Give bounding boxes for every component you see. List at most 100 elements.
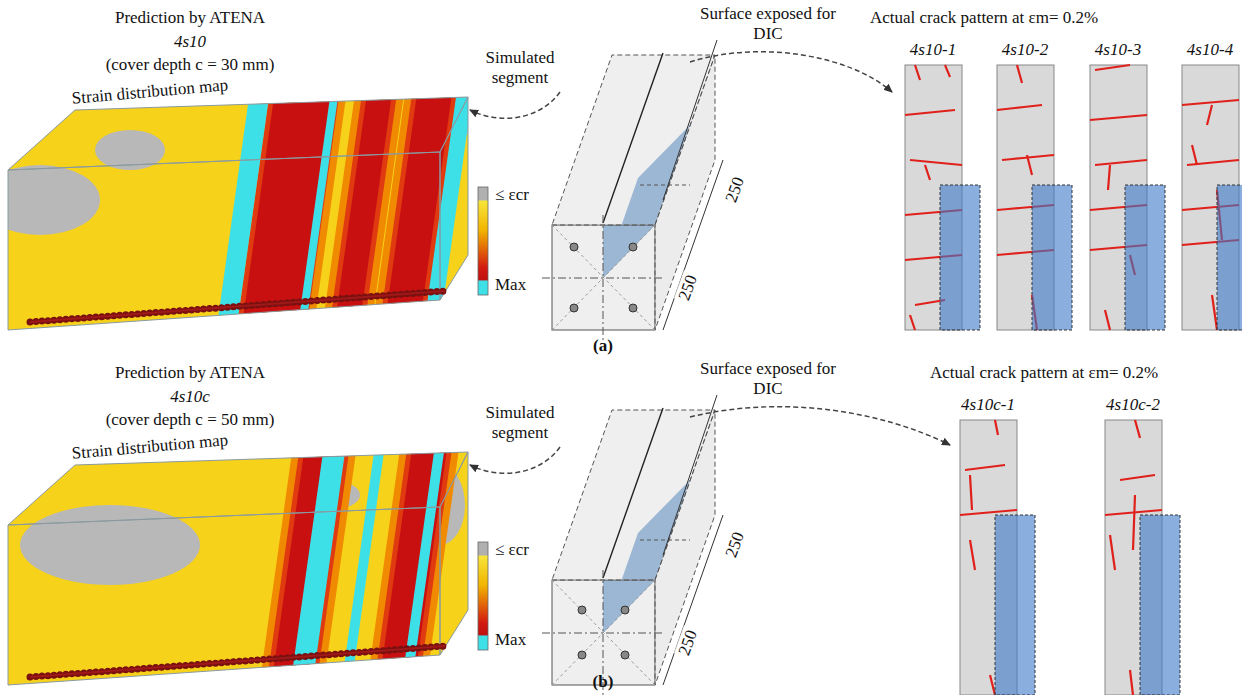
line-shape [603, 53, 663, 223]
polygon-shape [8, 507, 440, 685]
crack-title: Actual crack pattern at εm= 0.2% [870, 8, 1098, 28]
scale-label: Max [495, 630, 526, 650]
specimen-label: 4s10-4 [1187, 40, 1233, 60]
crack [1017, 65, 1022, 83]
polygon-shape [655, 55, 715, 330]
dic-area [1125, 185, 1165, 330]
callout-label: Simulated segment [470, 48, 570, 87]
polygon-shape [422, 90, 473, 340]
crack [990, 675, 995, 695]
crack [997, 105, 1042, 110]
specimen-label: 4s10-3 [1095, 40, 1141, 60]
dimension-line [663, 515, 723, 685]
rebar [30, 646, 445, 677]
crack [1187, 160, 1239, 165]
specimen-label: 4s10c-1 [961, 395, 1015, 415]
crack-panel [960, 420, 1035, 695]
crack [1120, 475, 1155, 480]
dic-area [1032, 185, 1072, 330]
polygon-shape [655, 410, 715, 685]
crack [1212, 295, 1217, 330]
crack [965, 465, 1005, 470]
specimen-name: 4s10c [170, 387, 210, 407]
ellipse-shape [0, 165, 100, 235]
crack [995, 420, 998, 435]
rect-shape [0, 445, 480, 695]
crack [970, 475, 972, 510]
dimension-label: 250 [721, 528, 749, 562]
dimension-label: 250 [721, 173, 749, 207]
dic-area [995, 515, 1035, 695]
line-shape [552, 225, 655, 330]
line-shape [552, 580, 655, 685]
crack [1095, 160, 1147, 165]
rebar-dot [578, 651, 586, 659]
rebar [30, 646, 445, 677]
strain-map [0, 445, 480, 695]
crack-panel [997, 65, 1072, 330]
dimension-line [663, 40, 717, 200]
crack-panel [1090, 65, 1165, 330]
crack-panel [905, 65, 980, 330]
line-shape [552, 225, 655, 330]
crack [1207, 105, 1212, 125]
specimen-name: 4s10 [174, 32, 206, 52]
callout-label: Surface exposed for DIC [698, 4, 838, 43]
panel-letter: (a) [593, 336, 613, 356]
polygon-shape [378, 445, 448, 695]
rebar-dot [621, 606, 629, 614]
crack [1192, 145, 1197, 165]
map-title: Strain distribution map [71, 430, 229, 463]
crack [1110, 535, 1115, 570]
scale-label: ≤ εcr [495, 540, 529, 560]
crack [905, 110, 955, 115]
rebar-dot [621, 651, 629, 659]
crack [960, 510, 1017, 515]
crack [1108, 165, 1110, 190]
crack [1090, 115, 1147, 120]
specimen-prism [542, 40, 723, 340]
specimen-label: 4s10c-2 [1106, 395, 1160, 415]
crack [1135, 420, 1140, 438]
polygon-shape [8, 152, 440, 330]
crack [1105, 310, 1110, 330]
crack [945, 65, 950, 77]
rebar-dot [629, 243, 637, 251]
line-shape [640, 540, 690, 541]
crack [1027, 155, 1032, 175]
rebar-dot [578, 606, 586, 614]
line-shape [640, 185, 690, 186]
dashed-arrow [470, 447, 560, 473]
crack-panel [1182, 65, 1242, 330]
map-title: Strain distribution map [71, 75, 229, 108]
callout-label: Surface exposed for DIC [698, 359, 838, 398]
crack [910, 315, 915, 330]
crack-title: Actual crack pattern at εm= 0.2% [930, 363, 1158, 383]
color-bar [478, 187, 488, 295]
dimension-line [663, 395, 717, 555]
rebar [30, 291, 445, 322]
panel-letter: (b) [593, 672, 614, 692]
color-bar [478, 542, 488, 650]
scale-label: ≤ εcr [495, 185, 529, 205]
crack [1130, 670, 1133, 695]
crack [1133, 495, 1135, 550]
strain-map [0, 90, 485, 340]
crack [915, 65, 920, 80]
dimension-line [663, 160, 723, 330]
rebar-dot [570, 304, 578, 312]
dimension-label: 250 [674, 271, 702, 305]
rebar-dot [570, 243, 578, 251]
specimen-label: 4s10-1 [910, 40, 956, 60]
cover-note: (cover depth c = 50 mm) [106, 410, 275, 430]
polygon-shape [8, 97, 468, 170]
polygon-shape [340, 445, 385, 695]
crack [1182, 100, 1239, 105]
scale-label: Max [495, 275, 526, 295]
polygon-shape [440, 452, 468, 655]
polygon-shape [8, 452, 468, 525]
ellipse-shape [20, 505, 200, 585]
dic-area [1217, 185, 1242, 330]
specimen-label: 4s10-2 [1002, 40, 1048, 60]
